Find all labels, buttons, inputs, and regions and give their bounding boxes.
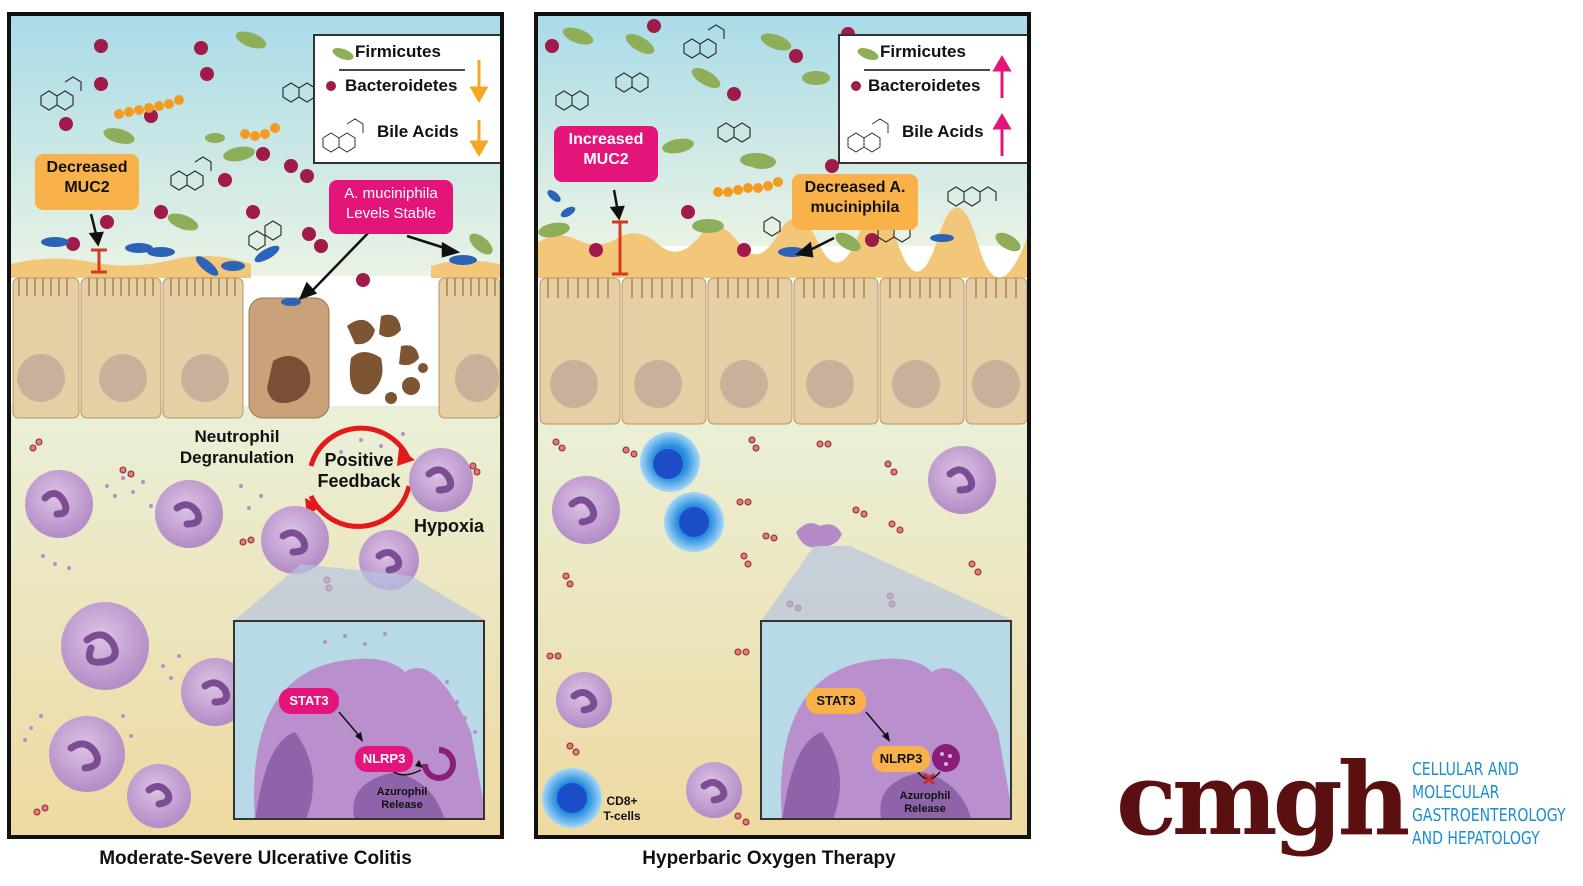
akkermansia-stable-tag: A. muciniphila Levels Stable — [329, 180, 453, 234]
bacteroidetes-cells — [59, 39, 370, 287]
magnification-fan — [762, 546, 1012, 620]
neutrophil-inset-illustration — [235, 622, 483, 818]
neutrophil-inset-illustration — [762, 622, 1010, 818]
bile-acid-icon — [847, 118, 889, 153]
pointer-arrows — [88, 213, 461, 301]
positive-feedback-loop — [308, 425, 412, 529]
neutrophils — [25, 448, 473, 828]
bile-acid-molecules — [40, 76, 316, 251]
decreased-akkermansia-tag: Decreased A. muciniphila — [792, 174, 918, 230]
increased-muc2-tag: Increased MUC2 — [554, 126, 658, 182]
firmicutes-icon — [332, 47, 354, 61]
journal-name-line: CELLULAR AND — [1412, 759, 1519, 780]
magnification-fan — [235, 564, 485, 620]
cd8-tcells-label: CD8+ T-cells — [603, 794, 641, 823]
mucus-thickness-marker — [612, 220, 628, 276]
azurophil-granules — [23, 432, 405, 742]
mucus-thickness-marker — [91, 248, 107, 274]
journal-name-line: AND HEPATOLOGY — [1412, 828, 1540, 849]
orange-bacteria-chain — [114, 95, 280, 141]
epithelial-cells — [539, 277, 1027, 425]
journal-name-line: MOLECULAR — [1412, 782, 1500, 803]
firmicutes-icon — [857, 47, 879, 61]
decreased-muc2-tag: Decreased MUC2 — [35, 154, 139, 210]
legend-firmicutes: Firmicutes — [880, 42, 966, 61]
firmicutes-cells — [538, 27, 1021, 252]
neutrophil-degranulation-label: Neutrophil Degranulation — [179, 427, 295, 467]
ulcerative-colitis-panel: Firmicutes Bacteroidetes Bile Acids Decr… — [7, 12, 504, 839]
neutrophils — [552, 446, 996, 818]
stat3-node: STAT3 — [806, 688, 866, 714]
degranulating-neutrophil — [796, 523, 842, 548]
journal-name: CELLULAR AND MOLECULAR GASTROENTEROLOGY … — [1412, 758, 1566, 850]
bacteroidetes-icon — [851, 81, 861, 91]
microbiome-legend: Firmicutes Bacteroidetes Bile Acids — [313, 34, 500, 164]
neutrophil-inset: STAT3 NLRP3 Azurophil Release — [233, 620, 485, 820]
legend-bile-acids: Bile Acids — [902, 122, 984, 141]
epithelial-cells — [12, 277, 500, 419]
akkermansia-cells — [41, 237, 477, 306]
azurophil-release-label: Azurophil Release — [376, 786, 428, 811]
microvilli — [547, 278, 1017, 298]
firmicutes-cells — [103, 31, 493, 255]
right-panel-caption: Hyperbaric Oxygen Therapy — [642, 848, 896, 869]
t-cells — [542, 432, 724, 828]
orange-bacteria-chain — [713, 177, 783, 197]
journal-logo: cmgh — [1116, 740, 1410, 858]
increase-arrow-icon — [992, 55, 1012, 156]
mucus-layer — [11, 255, 251, 278]
pointer-arrows — [609, 189, 835, 258]
hypoxia-label: Hypoxia — [413, 516, 485, 536]
legend-bacteroidetes: Bacteroidetes — [868, 76, 981, 95]
stat3-node: STAT3 — [279, 688, 339, 714]
legend-symbols — [322, 47, 489, 157]
decrease-arrow-icon — [469, 60, 489, 157]
positive-feedback-label: Positive Feedback — [317, 450, 401, 491]
legend-symbols — [847, 47, 1012, 156]
mucus-layer — [538, 207, 1027, 278]
neutrophil-nuclei — [41, 466, 455, 808]
nlrp3-node: NLRP3 — [355, 746, 413, 772]
journal-name-line: GASTROENTEROLOGY — [1412, 805, 1566, 826]
mucus-layer — [431, 260, 500, 278]
nlrp3-node: NLRP3 — [872, 746, 930, 772]
bacteroidetes-icon — [326, 81, 336, 91]
microvilli — [18, 278, 496, 296]
legend-bacteroidetes: Bacteroidetes — [345, 76, 458, 95]
hyperbaric-oxygen-panel: Firmicutes Bacteroidetes Bile Acids Incr… — [534, 12, 1031, 839]
neutrophil-inset: STAT3 NLRP3 Azurophil Release — [760, 620, 1012, 820]
left-panel-caption: Moderate-Severe Ulcerative Colitis — [99, 848, 412, 869]
legend-bile-acids: Bile Acids — [377, 122, 459, 141]
legend-firmicutes: Firmicutes — [355, 42, 441, 61]
azurophil-release-label: Azurophil Release — [899, 790, 951, 815]
microbiome-legend: Firmicutes Bacteroidetes Bile Acids — [838, 34, 1027, 164]
neutrophil-nuclei — [568, 466, 976, 804]
bile-acid-icon — [322, 118, 364, 153]
feedback-arrowhead — [397, 448, 415, 466]
